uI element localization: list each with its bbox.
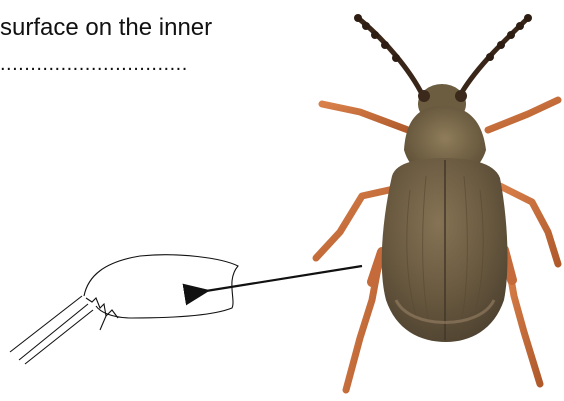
tibia-outline [10,296,82,352]
femur-outline [84,255,238,318]
leg-drawing [10,255,238,364]
beetle-photo [316,14,558,390]
femur-teeth [86,298,118,318]
pointer-arrow [206,266,362,291]
